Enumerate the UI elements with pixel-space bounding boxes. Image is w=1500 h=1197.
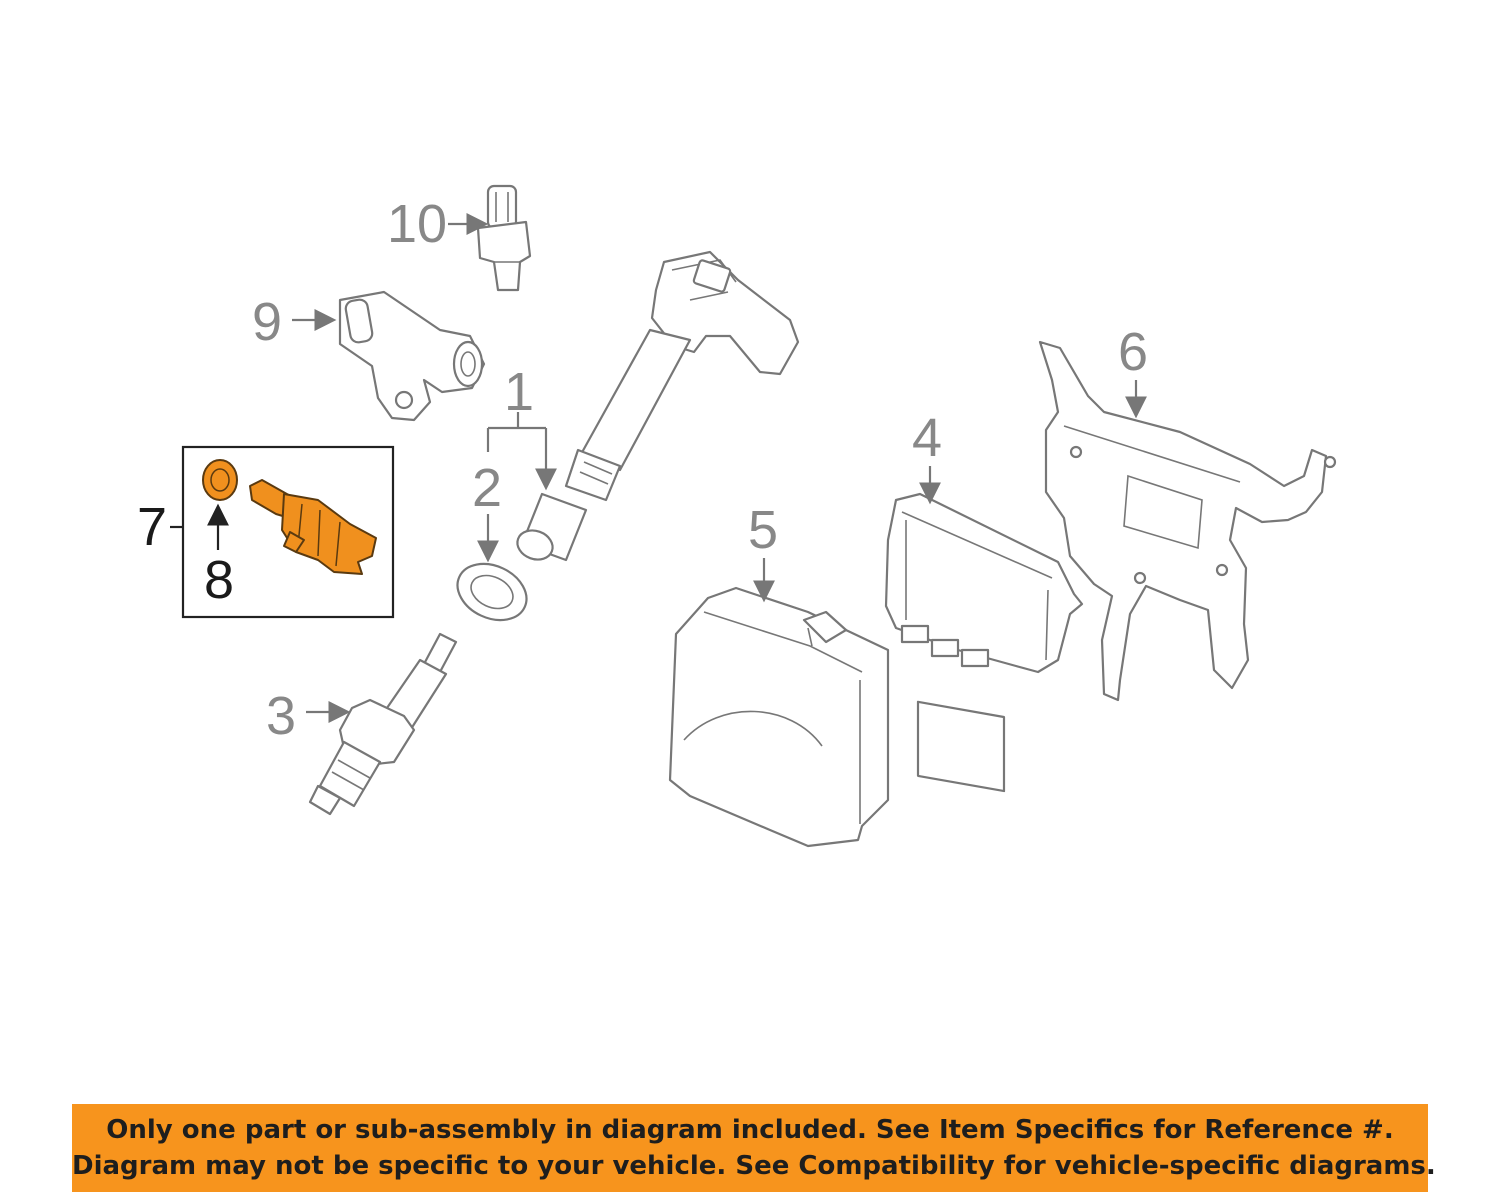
callout-9: 9 — [252, 292, 282, 352]
part-4-module — [884, 492, 1084, 793]
callout-2: 2 — [472, 458, 502, 518]
part-10-sensor — [476, 184, 532, 292]
part-8-oring — [202, 459, 238, 501]
callout-5: 5 — [748, 500, 778, 560]
part-3-spark-plug — [308, 632, 458, 816]
part-7-sensor-assembly — [249, 479, 377, 575]
callout-6: 6 — [1118, 322, 1148, 382]
part-6-bracket — [1038, 340, 1337, 702]
disclaimer-line-2: Diagram may not be specific to your vehi… — [72, 1151, 1436, 1181]
callout-8: 8 — [204, 550, 234, 610]
callout-4: 4 — [912, 408, 942, 468]
part-9-sensor — [338, 290, 486, 422]
callout-7: 7 — [137, 497, 167, 557]
highlight-box — [181, 445, 395, 619]
part-2-seal — [456, 562, 528, 622]
part-5-ecu — [668, 586, 890, 848]
callout-3: 3 — [266, 686, 296, 746]
disclaimer-line-1: Only one part or sub-assembly in diagram… — [106, 1115, 1394, 1145]
disclaimer-banner: Only one part or sub-assembly in diagram… — [72, 1104, 1436, 1192]
part-1-ignition-coil — [516, 250, 800, 562]
callout-10: 10 — [387, 194, 447, 254]
